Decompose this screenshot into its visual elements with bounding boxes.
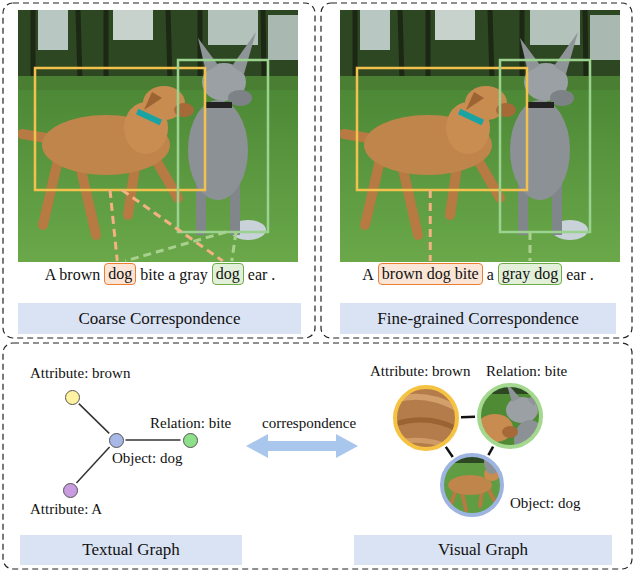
node-dot bbox=[64, 389, 81, 406]
phrase-box: gray dog bbox=[498, 263, 562, 285]
sentence-word: A brown bbox=[45, 266, 101, 284]
graph-edge bbox=[126, 439, 181, 441]
caption-band: Textual Graph bbox=[20, 535, 242, 565]
graph-edge bbox=[446, 447, 453, 457]
sentence-word: ear . bbox=[248, 266, 276, 284]
dog-crop bbox=[440, 450, 505, 518]
sentence-word: a bbox=[487, 266, 494, 284]
caption-text: Fine-grained Correspondence bbox=[377, 310, 579, 328]
caption-band: Visual Graph bbox=[354, 535, 612, 565]
leader-line bbox=[110, 190, 530, 261]
caption-band: Fine-grained Correspondence bbox=[340, 303, 616, 334]
sentence-word: A bbox=[362, 266, 374, 284]
double-arrow bbox=[246, 434, 358, 458]
graph-node: Attribute: A bbox=[62, 482, 79, 499]
node-dot bbox=[182, 432, 199, 449]
sentence-word: ear . bbox=[566, 266, 594, 284]
node-label: Object: dog bbox=[510, 494, 580, 512]
dog-photo bbox=[340, 10, 620, 262]
visual-node: Attribute: brown bbox=[392, 384, 460, 452]
panel-border bbox=[3, 3, 632, 569]
node-label: Attribute: brown bbox=[370, 362, 470, 380]
graph-node: Attribute: brown bbox=[64, 389, 81, 406]
phrase-text: dog bbox=[108, 265, 132, 282]
fur-patch bbox=[390, 385, 465, 455]
node-label: Relation: bite bbox=[486, 362, 567, 380]
caption-text: Visual Graph bbox=[438, 541, 528, 559]
ring-outline bbox=[392, 384, 460, 452]
visual-node: Relation: bite bbox=[476, 382, 544, 450]
graph-edge bbox=[488, 447, 493, 456]
phrase-box: dog bbox=[104, 263, 136, 285]
node-dot bbox=[108, 432, 125, 449]
phrase-box: dog bbox=[212, 263, 244, 285]
graph-node: Relation: bite bbox=[182, 432, 199, 449]
node-label: Attribute: A bbox=[30, 500, 102, 518]
phrase-text: dog bbox=[216, 265, 240, 282]
graph-node: Object: dog bbox=[108, 432, 125, 449]
visual-node: Object: dog bbox=[439, 452, 505, 518]
caption-band: Coarse Correspondence bbox=[18, 303, 301, 334]
node-label: Attribute: brown bbox=[30, 364, 130, 382]
phrase-text: gray dog bbox=[502, 265, 558, 282]
ring-outline bbox=[476, 382, 544, 450]
node-label: Object: dog bbox=[112, 449, 182, 467]
graph-edge bbox=[461, 416, 475, 419]
caption-text: Coarse Correspondence bbox=[79, 310, 241, 328]
graph-edge bbox=[76, 447, 109, 483]
dog-photo bbox=[18, 10, 298, 262]
dogs-crop bbox=[475, 380, 547, 460]
ring-outline bbox=[439, 452, 505, 518]
sentence-word: bite a gray bbox=[140, 266, 208, 284]
graph-edge bbox=[79, 404, 109, 434]
phrase-box: brown dog bite bbox=[378, 263, 483, 285]
phrase-text: brown dog bite bbox=[382, 265, 479, 282]
caption-text: Textual Graph bbox=[82, 541, 179, 559]
node-label: Relation: bite bbox=[150, 414, 231, 432]
node-dot bbox=[62, 482, 79, 499]
arrow-label: correspondence bbox=[262, 414, 356, 432]
